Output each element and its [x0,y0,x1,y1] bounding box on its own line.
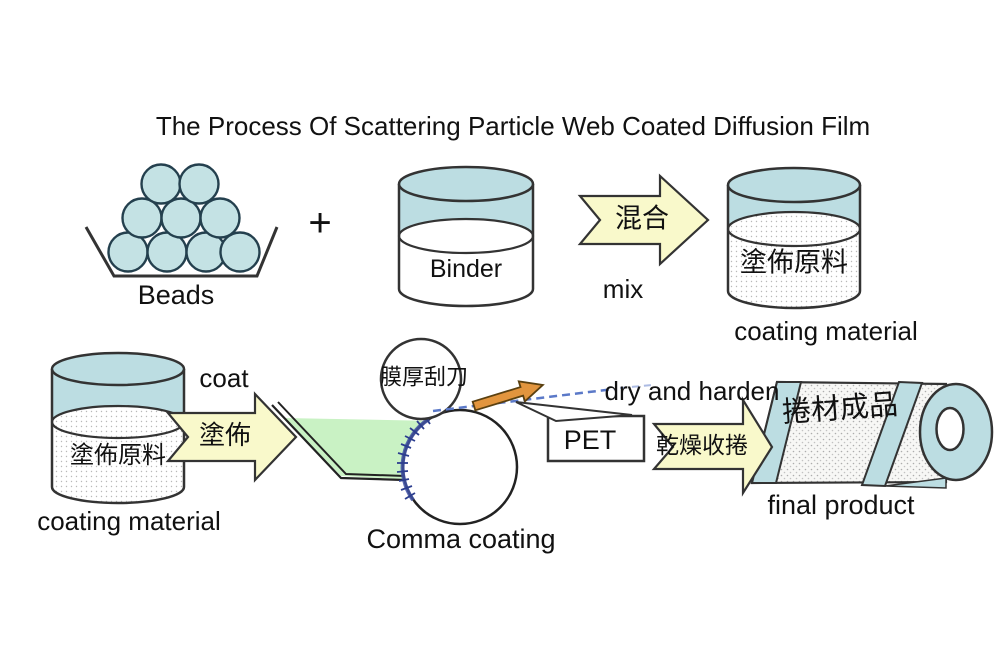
coating-top-top-ellipse [726,166,862,204]
coat-arrow-group: 塗佈 [165,391,298,483]
beads-pile [107,163,261,273]
binder-label: Binder [430,255,502,283]
coater-trough-liquid [284,418,436,480]
coating-material-label-en-bottom: coating material [37,506,221,536]
final-roll-core [935,406,965,452]
final-label-en: final product [767,490,915,520]
beads-tray [84,226,279,278]
mix-arrow [577,173,710,267]
dry-label-en: dry and harden [605,376,780,406]
bead [199,197,241,239]
bead [178,163,220,205]
mix-label-cn: 混合 [615,204,669,235]
dry-harden-arrow [651,396,774,497]
roller-contact-band [400,417,431,502]
comma-coater-group: 膜厚刮刀 Comma coating [271,337,653,554]
binder-mid-ellipse [397,217,535,255]
pet-callout-pointer [515,401,633,423]
comma-coating-label: Comma coating [366,524,555,554]
bead [121,197,163,239]
beads-group: Beads [84,163,279,310]
pet-callout-group: PET [515,401,646,463]
beads-label: Beads [138,280,215,310]
dry-harden-arrow-group: 乾燥收捲 [651,396,774,497]
coating-top-outline [726,185,862,310]
coating-bottom-outline [50,369,186,505]
web-line-outer [271,404,406,482]
pet-box [546,414,646,463]
mix-arrow-group: 混合 mix [577,173,710,304]
coating-top-mid-ellipse [726,210,862,248]
coat-label-cn: 塗佈 [199,421,251,451]
final-product-group: 捲材成品 final product [750,380,994,520]
binder-cylinder: Binder [397,165,535,308]
bead [140,163,182,205]
coating-material-label-cn-bottom: 塗佈原料 [70,441,166,469]
scraper-roller [379,337,463,421]
coating-material-cylinder-bottom: 塗佈原料 coating material [37,351,221,536]
dry-label-cn: 乾燥收捲 [656,433,748,459]
pet-label: PET [564,425,617,455]
coat-arrow [165,391,298,483]
coating-material-label-en-top: coating material [734,316,918,346]
bead [160,197,202,239]
coating-material-label-cn-top: 塗佈原料 [740,248,848,279]
scraper-label-cn: 膜厚刮刀 [380,366,468,391]
coating-bottom-top-ellipse [50,351,186,387]
wet-film-dashed-line [432,387,615,413]
coating-material-cylinder-top: 塗佈原料 coating material [726,166,918,346]
diagram-title: The Process Of Scattering Particle Web C… [156,111,870,141]
final-label-cn: 捲材成品 [781,387,899,429]
coat-label-en: coat [199,363,249,393]
wet-film-dashed-line-faint [619,384,653,389]
plus-sign: + [308,201,331,245]
bead [219,231,261,273]
mix-label-en: mix [603,274,643,304]
final-roll-wedge [884,477,947,489]
coating-bottom-mid-ellipse [50,404,186,440]
binder-top-ellipse [397,165,535,203]
film-direction-arrow [471,380,545,412]
binder-outline [397,184,535,308]
web-line-inner [277,401,406,477]
